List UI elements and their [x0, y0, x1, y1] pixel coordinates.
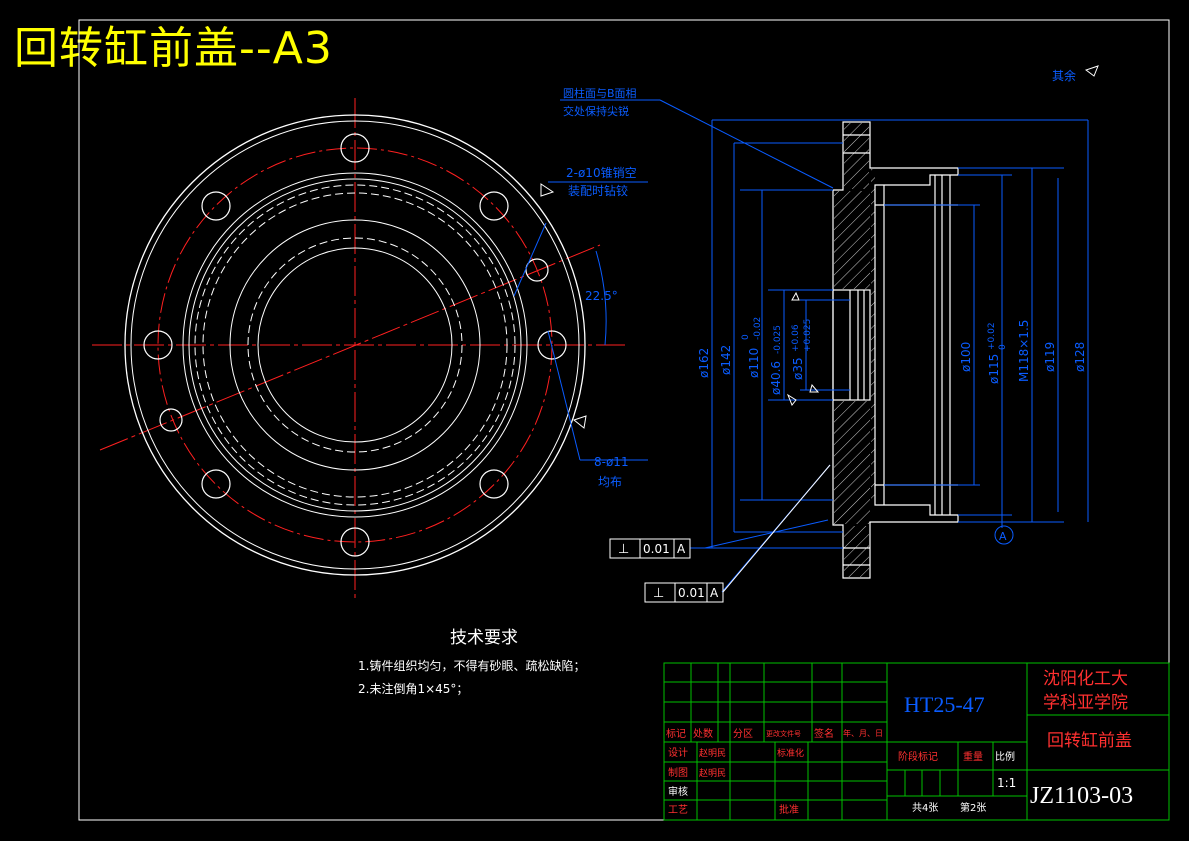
scale-label: 比例 [995, 750, 1015, 763]
dim-d119: ø119 [1043, 342, 1057, 372]
dim-d115: ø115 [987, 354, 1001, 384]
drawing-title: 回转缸前盖--A3 [14, 23, 333, 74]
dim-d100: ø100 [959, 342, 973, 372]
hidden-thread [194, 184, 516, 506]
header-date: 年、月、日 [843, 728, 883, 738]
review-label: 审核 [668, 785, 688, 798]
inner-bore [257, 247, 453, 443]
dim-d40: ø40.6 [769, 361, 783, 395]
dim-d128: ø128 [1073, 342, 1087, 372]
hidden-bore [247, 237, 463, 453]
outer-flange-chamfer [130, 120, 580, 570]
weight-label: 重量 [963, 750, 983, 763]
drawing-number: JZ1103-03 [1030, 783, 1133, 809]
tolerance-frame-2: ⊥ 0.01 A [644, 582, 724, 603]
tolerance-2-symbol: ⊥ [653, 586, 664, 601]
dim-m118: M118×1.5 [1017, 320, 1031, 382]
total-sheets: 共4张 [912, 802, 938, 814]
title-block-text: HT25-47 沈阳化工大 学科亚学院 回转缸前盖 JZ1103-03 标记 处… [666, 669, 1133, 816]
tolerance-2-value: 0.01 [678, 586, 705, 600]
dimension-arrows [786, 65, 1099, 406]
datum-label: A [999, 530, 1007, 543]
bolt-holes [143, 133, 567, 557]
pin-holes [159, 258, 549, 432]
dim-d110-up: 0 [741, 334, 751, 340]
hidden-groove [202, 192, 508, 498]
drafting-label: 制图 [668, 766, 688, 779]
header-doc: 更改文件号 [766, 729, 801, 738]
section-hatching [834, 123, 875, 577]
edge-note-1: 圆柱面与B面相 [563, 86, 637, 100]
dim-d110-low: -0.02 [753, 317, 763, 340]
angled-centerline [99, 244, 601, 451]
header-count: 处数 [693, 727, 713, 740]
design-label: 设计 [668, 746, 688, 759]
hub-outer-chamfer [188, 178, 522, 512]
front-view [92, 98, 648, 600]
header-zone: 分区 [733, 728, 753, 740]
school-line-1: 沈阳化工大 [1043, 669, 1128, 689]
material-label: HT25-47 [904, 692, 985, 717]
drawing-border [78, 19, 1170, 821]
outer-flange-edge [124, 114, 586, 576]
bore-step [229, 219, 481, 471]
tolerance-2-datum: A [710, 586, 719, 600]
tolerance-1-symbol: ⊥ [618, 542, 629, 557]
tolerance-frame-1: ⊥ 0.01 A [609, 538, 691, 559]
pin-hole-note-1: 2-ø10锥销空 [566, 166, 637, 180]
dim-d162: ø162 [697, 348, 711, 378]
design-name: 赵明民 [699, 747, 726, 759]
angle-label: 22.5° [585, 289, 618, 303]
dim-d35-up: +0.06 [791, 324, 801, 352]
tech-requirement-2: 2.未注倒角1×45°； [358, 681, 468, 696]
leader-line [722, 464, 831, 593]
pin-hole-note-2: 装配时钻铰 [568, 183, 628, 198]
vertical-dimension-labels: ø162 ø142 ø110 0 -0.02 ø40.6 -0.025 ø35 … [697, 317, 1087, 395]
dim-d40-tol: -0.025 [773, 325, 783, 354]
header-marks: 标记 [666, 728, 686, 740]
dim-d115-up: +0.02 [987, 322, 997, 350]
dim-d115-low: 0 [998, 344, 1008, 350]
bolt-circle [157, 147, 553, 543]
standardize-label: 标准化 [777, 747, 804, 759]
title-block [663, 662, 1170, 821]
approve-label: 批准 [779, 803, 799, 816]
sheet-number: 第2张 [960, 801, 986, 814]
part-name: 回转缸前盖 [1047, 730, 1132, 751]
drafting-name: 赵明民 [699, 767, 726, 779]
header-sign: 签名 [814, 727, 834, 740]
edge-note-2: 交处保持尖锐 [563, 104, 629, 118]
tolerance-1-value: 0.01 [643, 542, 670, 556]
scale-value: 1:1 [997, 776, 1016, 790]
school-line-2: 学科亚学院 [1043, 693, 1128, 713]
bolt-hole-note-1: 8-ø11 [594, 455, 629, 469]
roughness-note: 其余 [1052, 68, 1076, 83]
bolt-hole-note-2: 均布 [598, 475, 622, 489]
dim-d110: ø110 [747, 348, 761, 378]
hub-outer [182, 172, 528, 518]
tech-requirement-1: 1.铸件组织均匀，不得有砂眼、疏松缺陷； [358, 658, 585, 673]
dim-d35: ø35 [791, 357, 805, 380]
tech-requirements-heading: 技术要求 [450, 628, 518, 648]
process-label: 工艺 [668, 804, 688, 816]
stage-mark-label: 阶段标记 [898, 750, 938, 763]
tolerance-1-datum: A [677, 542, 686, 556]
dim-d35-low: +0.025 [803, 319, 813, 352]
section-dimensions [560, 99, 1089, 593]
dim-d142: ø142 [719, 345, 733, 375]
